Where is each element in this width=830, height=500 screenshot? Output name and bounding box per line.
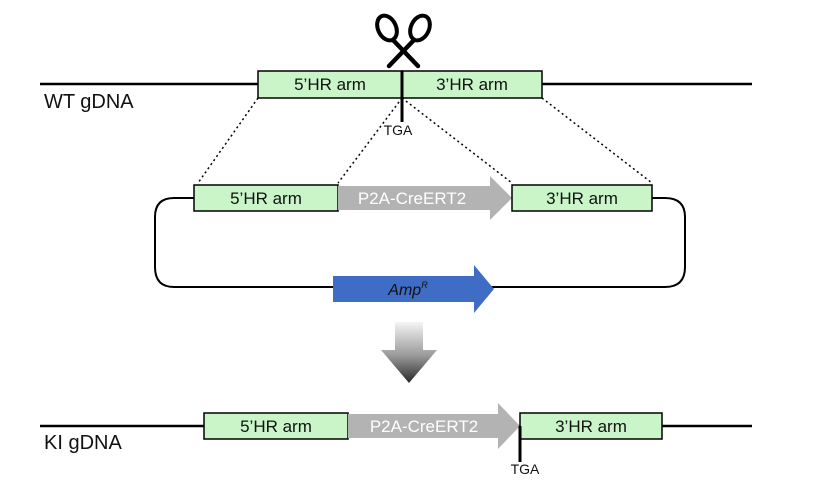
scissors-icon: [375, 13, 432, 69]
wt-5hr-arm-label: 5’HR arm: [294, 75, 366, 94]
ki-gdna-section: 5’HR arm P2A-CreERT2 3’HR arm TGA KI gDN…: [40, 403, 752, 477]
ki-3hr-arm-label: 3’HR arm: [555, 417, 627, 436]
wt-3hr-arm-label: 3’HR arm: [436, 75, 508, 94]
donor-5hr-arm-label: 5’HR arm: [230, 189, 302, 208]
wt-gdna-label: WT gDNA: [44, 91, 134, 113]
ki-stop-codon-label: TGA: [511, 461, 540, 477]
homology-guide-lines: [197, 97, 653, 184]
amp-resistance-arrow: [333, 265, 494, 313]
down-arrow-icon: [381, 322, 437, 383]
donor-5hr-arm-box: [193, 184, 339, 212]
donor-cassette-arrow: [338, 176, 512, 220]
donor-plasmid: 5’HR arm P2A-CreERT2 3’HR arm AmpR: [154, 176, 686, 313]
wt-gdna-section: 5’HR arm 3’HR arm TGA WT gDNA: [40, 70, 752, 138]
donor-cassette-label: P2A-CreERT2: [358, 189, 466, 208]
donor-3hr-arm-label: 3’HR arm: [546, 189, 618, 208]
donor-3hr-arm-box: [511, 184, 653, 212]
ki-cassette-label: P2A-CreERT2: [370, 417, 478, 436]
ki-3hr-arm-box: [519, 412, 663, 440]
ki-5hr-arm-label: 5’HR arm: [240, 417, 312, 436]
wt-stop-codon-label: TGA: [384, 122, 413, 138]
ki-cassette-arrow: [348, 403, 520, 449]
ki-gdna-label: KI gDNA: [44, 432, 122, 454]
amp-resistance-label: AmpR: [387, 280, 428, 299]
